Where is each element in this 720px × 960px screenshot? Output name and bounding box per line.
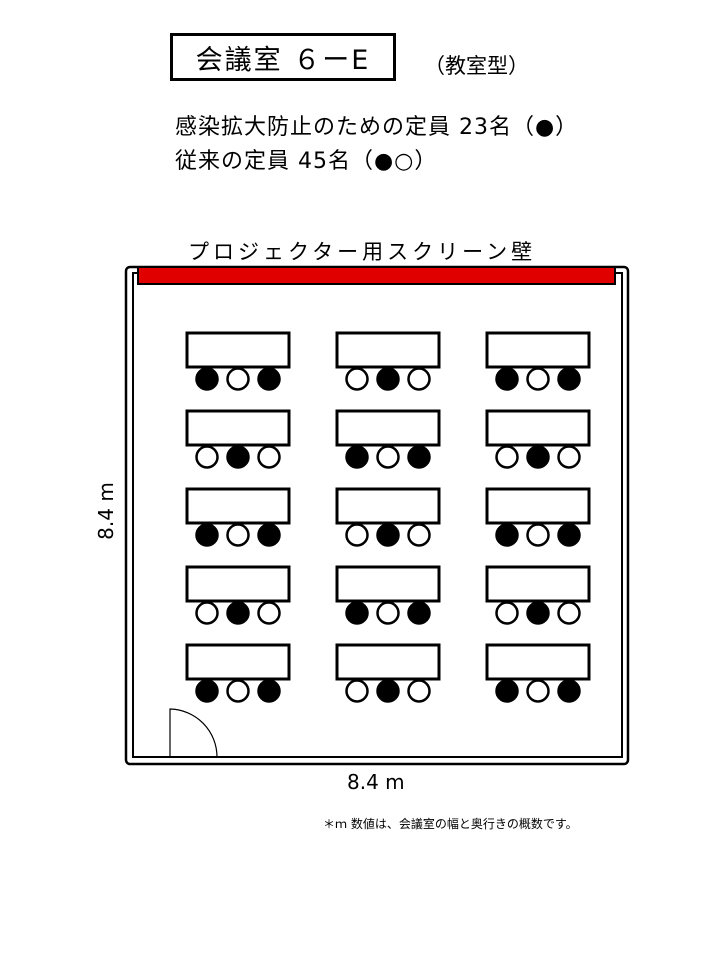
seat-unavailable — [407, 679, 431, 703]
projector-screen — [137, 266, 616, 285]
door-swing — [169, 708, 218, 758]
seat-unavailable — [557, 445, 581, 469]
seat-unavailable — [407, 367, 431, 391]
seat-available — [345, 601, 369, 625]
seat-available — [557, 523, 581, 547]
desk — [335, 643, 441, 681]
desk — [335, 409, 441, 447]
seat-unavailable — [195, 445, 219, 469]
normal-capacity-line: 従来の定員 45名（●○） — [175, 149, 438, 174]
seat-available — [195, 367, 219, 391]
room-width-dimension: 8.4 m — [347, 770, 405, 794]
desk — [485, 409, 591, 447]
desk — [485, 565, 591, 603]
seat-unavailable — [557, 601, 581, 625]
seat-available — [526, 601, 550, 625]
layout-style-label: （教室型） — [424, 54, 529, 78]
desk — [485, 643, 591, 681]
seat-unavailable — [376, 445, 400, 469]
seat-available — [257, 679, 281, 703]
seat-available — [226, 445, 250, 469]
seat-unavailable — [257, 445, 281, 469]
seat-available — [557, 367, 581, 391]
desk — [335, 565, 441, 603]
seat-available — [195, 679, 219, 703]
seat-available — [526, 445, 550, 469]
seat-available — [226, 601, 250, 625]
seat-unavailable — [526, 679, 550, 703]
seat-available — [376, 367, 400, 391]
seat-unavailable — [526, 523, 550, 547]
desk — [185, 331, 291, 369]
seat-unavailable — [226, 679, 250, 703]
seat-unavailable — [495, 601, 519, 625]
desk — [185, 409, 291, 447]
seat-available — [345, 445, 369, 469]
seat-unavailable — [195, 601, 219, 625]
seat-unavailable — [495, 445, 519, 469]
seat-unavailable — [407, 523, 431, 547]
seat-unavailable — [345, 523, 369, 547]
seat-available — [257, 367, 281, 391]
seat-available — [407, 601, 431, 625]
desk — [335, 331, 441, 369]
room-depth-dimension: 8.4 m — [94, 482, 118, 540]
seat-available — [557, 679, 581, 703]
seat-available — [495, 367, 519, 391]
seat-available — [376, 523, 400, 547]
desk — [185, 643, 291, 681]
seat-unavailable — [257, 601, 281, 625]
footnote: ＊ｍ 数値は、会議室の幅と奥行きの概数です。 — [323, 817, 578, 831]
seat-unavailable — [345, 679, 369, 703]
room-title-text: 会議室 ６ーE — [195, 44, 371, 76]
seating-layout — [185, 331, 591, 703]
desk — [485, 331, 591, 369]
seat-unavailable — [226, 367, 250, 391]
seat-unavailable — [345, 367, 369, 391]
seat-available — [407, 445, 431, 469]
desk — [485, 487, 591, 525]
room-title: 会議室 ６ーE — [170, 33, 396, 81]
seat-available — [257, 523, 281, 547]
screen-wall-label: プロジェクター用スクリーン壁 — [188, 240, 537, 264]
desk — [185, 487, 291, 525]
desk — [335, 487, 441, 525]
infection-capacity-line: 感染拡大防止のための定員 23名（●） — [175, 115, 579, 140]
seat-available — [195, 523, 219, 547]
seat-available — [495, 523, 519, 547]
seat-unavailable — [526, 367, 550, 391]
seat-available — [376, 679, 400, 703]
seat-unavailable — [226, 523, 250, 547]
seat-unavailable — [376, 601, 400, 625]
desk — [185, 565, 291, 603]
seat-available — [495, 679, 519, 703]
